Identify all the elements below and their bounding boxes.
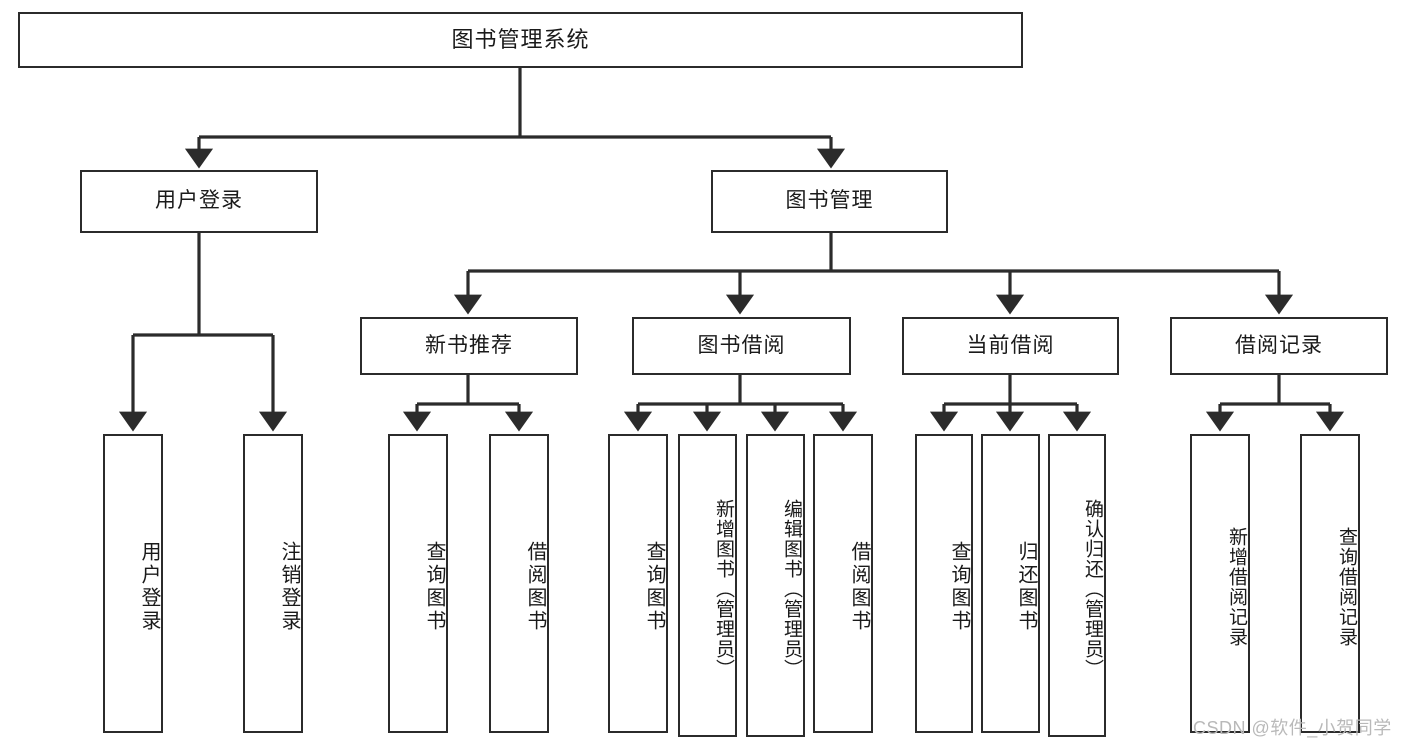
node-label: 借阅图书 xyxy=(848,540,870,633)
node-label: 用户登录 xyxy=(138,540,160,633)
node-user-login[interactable]: 用户登录 xyxy=(80,170,318,233)
node-current-borrow[interactable]: 当前借阅 xyxy=(902,317,1119,375)
node-label: 图书借阅 xyxy=(697,333,786,357)
node-leaf-query-book-3[interactable]: 查询图书 xyxy=(915,434,973,733)
node-leaf-logout-login[interactable]: 注销登录 xyxy=(243,434,303,733)
node-label: 借阅图书 xyxy=(524,540,546,633)
node-label: 查询图书 xyxy=(948,540,970,633)
node-label: 图书管理系统 xyxy=(451,26,590,52)
node-book-manage[interactable]: 图书管理 xyxy=(711,170,948,233)
node-leaf-add-book[interactable]: 新增图书（管理员） xyxy=(678,434,737,737)
node-root-system[interactable]: 图书管理系统 xyxy=(18,12,1023,68)
node-leaf-borrow-book-1[interactable]: 借阅图书 xyxy=(489,434,549,733)
node-leaf-query-book-2[interactable]: 查询图书 xyxy=(608,434,668,733)
node-leaf-query-record[interactable]: 查询借阅记录 xyxy=(1300,434,1360,733)
node-book-borrow[interactable]: 图书借阅 xyxy=(632,317,851,375)
node-leaf-edit-book[interactable]: 编辑图书（管理员） xyxy=(746,434,805,737)
node-leaf-add-record[interactable]: 新增借阅记录 xyxy=(1190,434,1250,733)
node-leaf-query-book-1[interactable]: 查询图书 xyxy=(388,434,448,733)
node-label: 当前借阅 xyxy=(966,333,1055,357)
node-leaf-confirm-return[interactable]: 确认归还（管理员） xyxy=(1048,434,1106,737)
node-leaf-return-book[interactable]: 归还图书 xyxy=(981,434,1040,733)
node-label: 归还图书 xyxy=(1015,540,1037,633)
node-label: 确认归还（管理员） xyxy=(1082,498,1103,679)
node-leaf-user-login[interactable]: 用户登录 xyxy=(103,434,163,733)
node-borrow-record[interactable]: 借阅记录 xyxy=(1170,317,1388,375)
node-label: 查询借阅记录 xyxy=(1336,526,1357,647)
node-label: 借阅记录 xyxy=(1235,333,1323,357)
node-label: 新增借阅记录 xyxy=(1226,526,1247,647)
node-label: 查询图书 xyxy=(423,540,445,633)
node-label: 编辑图书（管理员） xyxy=(781,498,802,679)
node-label: 用户登录 xyxy=(155,189,243,213)
node-new-book-recommend[interactable]: 新书推荐 xyxy=(360,317,578,375)
node-label: 注销登录 xyxy=(278,540,300,633)
node-label: 新书推荐 xyxy=(425,333,513,357)
csdn-watermark: CSDN @软件_小贺同学 xyxy=(1193,718,1392,738)
node-leaf-borrow-book-2[interactable]: 借阅图书 xyxy=(813,434,873,733)
node-label: 图书管理 xyxy=(785,189,874,213)
node-label: 新增图书（管理员） xyxy=(713,498,734,679)
node-label: 查询图书 xyxy=(643,540,665,633)
